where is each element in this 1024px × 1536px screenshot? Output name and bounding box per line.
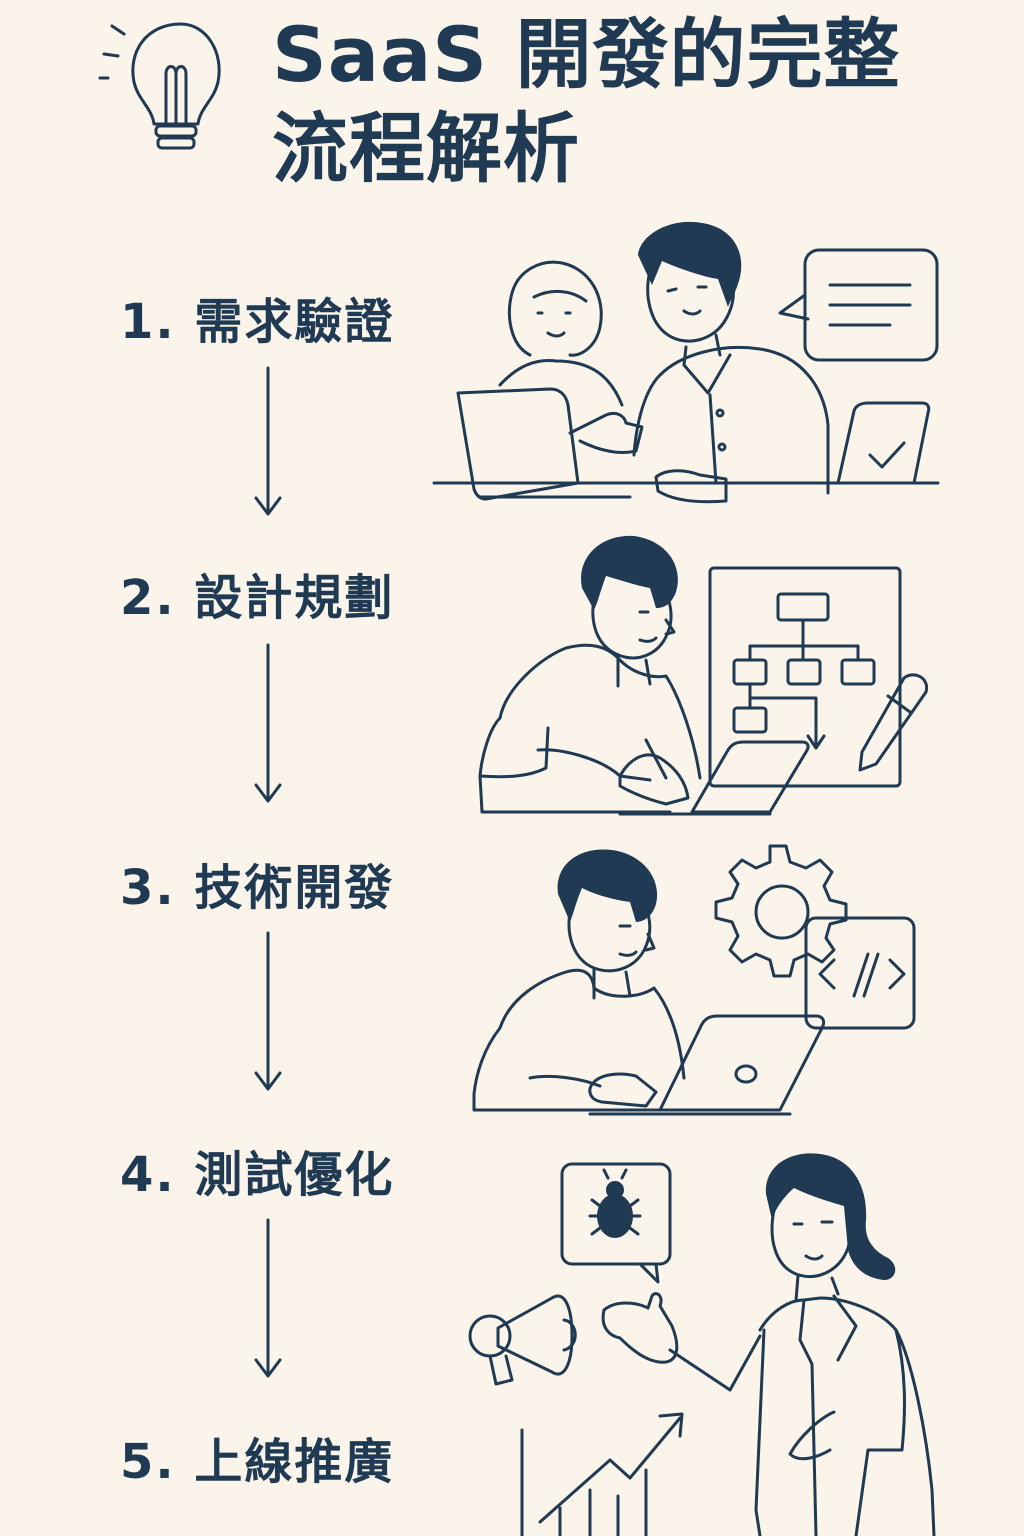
arrow-down-icon [254, 366, 282, 516]
arrow-down-icon [254, 1218, 282, 1378]
person-flowchart-illustration [478, 535, 929, 816]
step-5-label: 5. 上線推廣 [120, 1434, 395, 1490]
arrow-down-icon [254, 931, 282, 1091]
growth-chart-illustration [520, 1412, 684, 1536]
step-1-label: 1. 需求驗證 [120, 294, 395, 350]
chat-bubble-icon [778, 248, 939, 362]
bug-icon [560, 1162, 672, 1284]
presenter-testing-illustration [468, 1153, 936, 1536]
person-coding-illustration [472, 844, 916, 1116]
two-people-laptop-illustration [432, 221, 940, 504]
page-title-line2: 流程解析 [272, 104, 580, 193]
step-3-label: 3. 技術開發 [120, 860, 395, 916]
arrow-down-icon [254, 643, 282, 803]
step-2-label: 2. 設計規劃 [120, 570, 395, 626]
step-4-label: 4. 測試優化 [120, 1147, 395, 1203]
megaphone-icon [468, 1294, 577, 1386]
flowchart-icon [732, 592, 876, 750]
lightbulb-icon [98, 22, 221, 150]
pencil-icon [858, 673, 929, 772]
code-icon [804, 916, 916, 1030]
gear-icon [714, 844, 848, 978]
page-title-line1: SaaS 開發的完整 [272, 10, 901, 99]
page-title: SaaS 開發的完整 流程解析 [272, 8, 901, 196]
